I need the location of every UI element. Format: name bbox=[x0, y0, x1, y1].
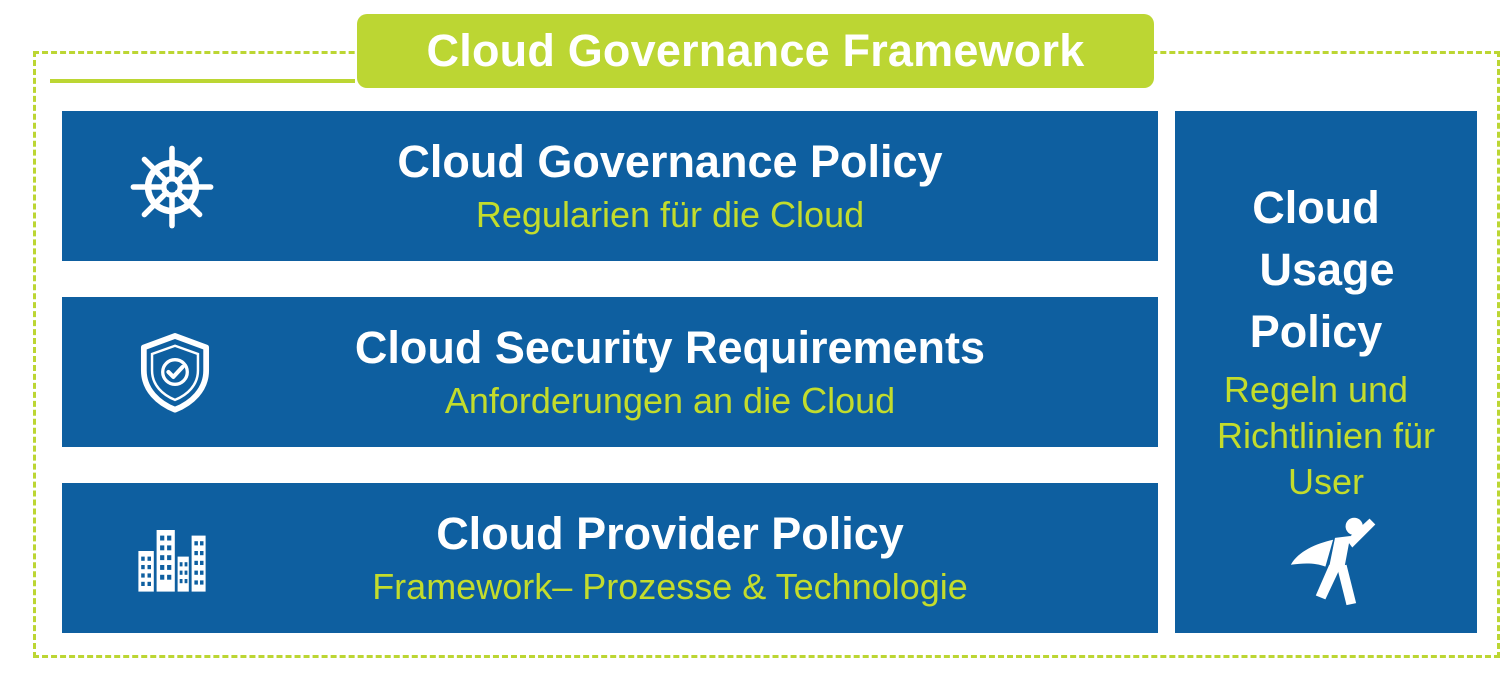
usage-policy-title-line: Cloud bbox=[1252, 182, 1380, 233]
layer-title: Cloud Security Requirements bbox=[354, 322, 986, 373]
provider-policy-panel: Cloud Provider Policy Framework– Prozess… bbox=[62, 483, 1158, 633]
usage-policy-title: Cloud Usage Policy bbox=[1155, 177, 1477, 363]
layer-subtitle: Framework– Prozesse & Technologie bbox=[372, 566, 968, 607]
superhero-icon bbox=[1290, 517, 1376, 606]
security-requirements-panel: Cloud Security Requirements Anforderunge… bbox=[62, 297, 1158, 447]
buildings-icon bbox=[138, 530, 206, 592]
usage-policy-subtitle-line: User bbox=[1287, 461, 1364, 502]
governance-policy-panel: Cloud Governance Policy Regularien für d… bbox=[62, 111, 1158, 261]
accent-line bbox=[50, 79, 355, 83]
usage-policy-title-line: Usage bbox=[1259, 244, 1395, 295]
framework-title: Cloud Governance Framework bbox=[357, 14, 1154, 88]
layer-subtitle: Anforderungen an die Cloud bbox=[444, 380, 896, 421]
usage-policy-panel: Cloud Usage Policy Regeln und Richtlinie… bbox=[1175, 111, 1477, 633]
layer-title: Cloud Governance Policy bbox=[397, 136, 943, 187]
layer-subtitle: Regularien für die Cloud bbox=[475, 194, 865, 235]
shield-check-icon bbox=[140, 333, 210, 413]
usage-policy-subtitle: Regeln und Richtlinien für User bbox=[1175, 367, 1477, 505]
ship-wheel-icon bbox=[130, 145, 214, 229]
usage-policy-title-line: Policy bbox=[1249, 306, 1383, 357]
layer-title: Cloud Provider Policy bbox=[436, 508, 904, 559]
usage-policy-subtitle-line: Regeln und bbox=[1223, 369, 1409, 410]
usage-policy-subtitle-line: Richtlinien für bbox=[1216, 415, 1436, 456]
